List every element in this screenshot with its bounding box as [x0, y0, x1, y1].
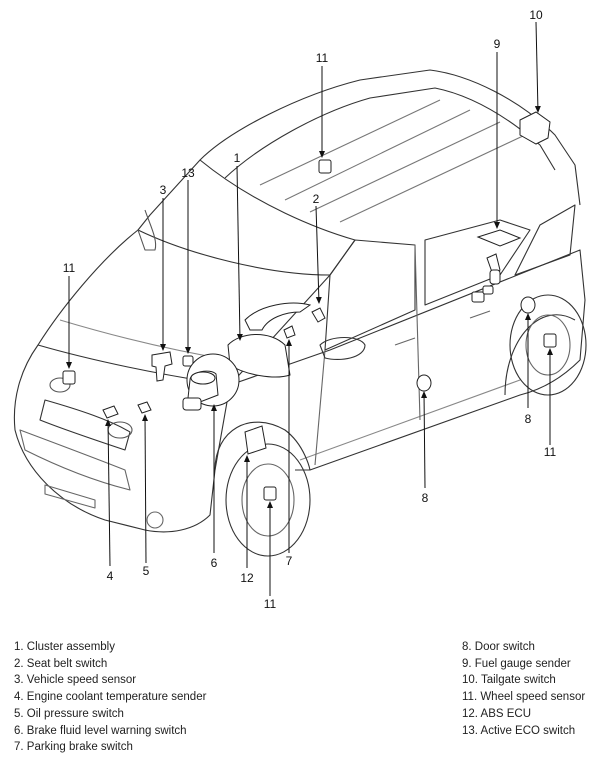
- callout-8-rear: 8: [525, 412, 532, 426]
- legend-item-8: 8. Door switch: [462, 641, 535, 653]
- rear-wheel-arch: [504, 314, 576, 396]
- callout-1: 1: [234, 151, 241, 165]
- engine-coolant-temperature-sender: [102, 405, 119, 419]
- legend-left-column: 1. Cluster assembly 2. Seat belt switch …: [14, 639, 206, 756]
- side-mirror: [319, 336, 366, 361]
- wheel-speed-sensor-front-left: [62, 370, 76, 385]
- hood: [37, 229, 331, 386]
- callout-10: 10: [529, 8, 543, 22]
- rear-wheel: [509, 294, 587, 396]
- legend-item-5: 5. Oil pressure switch: [14, 707, 124, 720]
- abs-ecu: [244, 425, 267, 455]
- legend-item-7: 7. Parking brake switch: [14, 741, 133, 754]
- oil-pressure-switch: [137, 401, 152, 414]
- rear-quarter-window: [514, 204, 576, 276]
- callout-2: 2: [313, 192, 320, 206]
- callout-7: 7: [286, 554, 293, 568]
- callout-9: 9: [494, 37, 501, 51]
- cluster-assembly: [227, 334, 291, 378]
- callout-4: 4: [107, 569, 114, 583]
- legend-item-1: 1. Cluster assembly: [14, 641, 115, 653]
- legend-right-column: 8. Door switch 9. Fuel gauge sender 10. …: [462, 639, 585, 739]
- rear-door-window: [424, 219, 531, 306]
- vehicle-speed-sensor: [151, 351, 173, 382]
- roof-inner: [224, 87, 556, 179]
- roof-outline: [199, 69, 581, 206]
- seat-belt-switch: [311, 307, 326, 323]
- leader-lines: [66, 21, 553, 596]
- side-body: [229, 249, 586, 471]
- wheel-speed-sensor-front-right: [263, 486, 277, 501]
- legend-item-11: 11. Wheel speed sensor: [462, 691, 586, 704]
- front-wheel: [225, 443, 311, 557]
- legend-item-4: 4. Engine coolant temperature sender: [14, 691, 207, 704]
- legend-item-2: 2. Seat belt switch: [14, 657, 108, 670]
- callout-13: 13: [181, 166, 195, 180]
- tailgate-switch: [519, 111, 551, 145]
- legend-item-10: 10. Tailgate switch: [462, 674, 556, 687]
- car-body: [13, 69, 587, 557]
- front-wheel-arch: [214, 421, 311, 471]
- grille: [39, 399, 131, 451]
- legend-item-12: 12. ABS ECU: [462, 707, 532, 720]
- front-door-window: [324, 239, 416, 351]
- legend-item-3: 3. Vehicle speed sensor: [14, 674, 137, 687]
- callout-8-front: 8: [422, 491, 429, 505]
- wheel-speed-sensor-rear-right: [543, 333, 557, 348]
- windshield: [137, 159, 356, 276]
- callout-numbers: 1 2 3 13 11 11 9 10 4 5 6 7 12 11 8 8 11: [63, 8, 557, 611]
- callout-5: 5: [143, 564, 150, 578]
- callout-11-rear-roof: 11: [316, 51, 329, 65]
- legend-item-9: 9. Fuel gauge sender: [462, 657, 571, 670]
- wheel-speed-sensor-rear-left: [318, 159, 332, 174]
- legend-item-13: 13. Active ECO switch: [462, 724, 576, 737]
- callout-12: 12: [240, 571, 254, 585]
- front-fascia: [13, 344, 231, 533]
- door-switch-rear: [520, 296, 536, 314]
- vehicle-component-location-diagram: 1 2 3 13 11 11 9 10 4 5 6 7 12 11 8 8 11: [13, 8, 587, 611]
- legend-item-6: 6. Brake fluid level warning switch: [14, 724, 187, 737]
- dashboard-trim: [244, 302, 312, 331]
- components: [62, 111, 557, 501]
- callout-11-front-left: 11: [63, 261, 76, 275]
- parking-brake-switch: [283, 325, 296, 339]
- fuel-gauge-sender-plate: [476, 229, 522, 247]
- door-switch-front: [416, 374, 432, 392]
- callout-11-rear-right: 11: [544, 445, 557, 459]
- callout-11-front-right: 11: [264, 597, 277, 611]
- active-eco-switch: [182, 355, 194, 367]
- callout-6: 6: [211, 556, 218, 570]
- callout-3: 3: [160, 183, 167, 197]
